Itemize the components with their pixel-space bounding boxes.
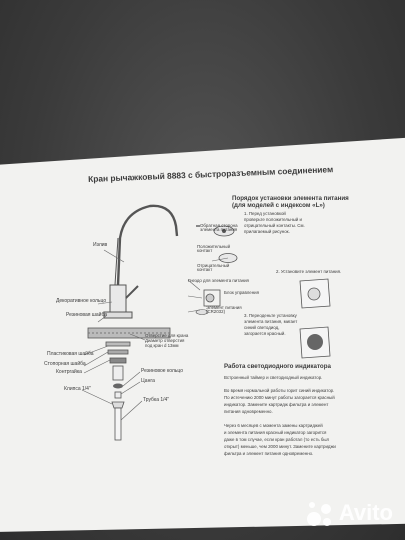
indicator-line-8: даже в том случае, если кран работал (то… — [224, 437, 330, 442]
battery-heading-1: Порядок установки элемента питания — [232, 195, 349, 202]
battery-step1-l2: проверьте положительный и — [244, 217, 302, 222]
battery-step2: 2. Установите элемент питания. — [276, 269, 342, 274]
label-block: Блок управления — [224, 290, 259, 295]
label-decor-ring: Декоративное кольцо — [56, 298, 107, 304]
label-tube: Трубка 1/4" — [143, 397, 170, 403]
indicator-line-9: открыт) меньше, чем 2000 минут. Замените… — [224, 444, 336, 449]
label-cell: Элемент питания (CR2032) — [206, 305, 242, 315]
indicator-line-5: питания одновременно. — [224, 409, 273, 414]
battery-heading-2: (для моделей с индексом «L») — [232, 202, 325, 209]
battery-step3-l1: 3. Переоденьте установку — [244, 313, 297, 318]
indicator-line-6: Через 6 месяцев с момента замены картрид… — [224, 423, 323, 428]
label-rubber-ring: Резиновое кольцо — [141, 368, 183, 374]
indicator-heading: Работа светодиодного индикатора — [224, 363, 331, 370]
battery-step3-l3: синий светодиод, — [244, 325, 280, 330]
label-hole-1: Отверстие для крана — [145, 333, 189, 338]
battery-step1-l1: 1. Перед установкой — [244, 211, 286, 216]
label-back-side: Обратная сторона элемента питания — [200, 223, 238, 233]
indicator-line-3: По истечению 2000 минут работы загораетс… — [224, 395, 335, 400]
label-clip: Клипса 1/4" — [64, 386, 91, 392]
label-collet: Цанга — [141, 378, 155, 384]
indicator-line-10: фильтра и элемент питания одновременно. — [224, 451, 314, 456]
indicator-line-7: и элемента питания красный индикатор заг… — [224, 430, 327, 435]
label-stop-washer: Стопорная шайба — [44, 361, 86, 367]
label-lock-nut: Контргайка — [56, 369, 82, 375]
indicator-line-4: индикатор. Замените картридж фильтра и э… — [224, 402, 329, 407]
avito-watermark: Avito — [305, 498, 393, 528]
watermark-text: Avito — [338, 500, 393, 525]
avito-logo-icon — [305, 498, 335, 528]
indicator-line-1: Встроенный таймер и светодиодный индикат… — [224, 375, 323, 380]
battery-step1-l3: отрицательный контакты. См. — [244, 223, 305, 228]
label-plastic-washer: Пластиковая шайба — [47, 351, 94, 357]
label-negative: Отрицательный контакт — [197, 263, 230, 273]
label-socket: Гнездо для элемента питания — [188, 278, 249, 283]
indicator-line-2: Во время нормальной работы горит синий и… — [224, 388, 335, 393]
battery-step3-l2: элемента питания, мигает — [244, 319, 298, 324]
label-positive: Положительный контакт — [197, 244, 231, 254]
label-rubber-washer-top: Резиновая шайба — [66, 312, 108, 318]
label-hole-2: Диаметр отверстия — [145, 338, 185, 343]
battery-step3-l4: загорается красный. — [244, 331, 286, 336]
label-hole-3: под кран d 13мм — [145, 343, 179, 348]
battery-step1-l4: прилагаемый рисунок. — [244, 229, 290, 234]
label-spout: Излив — [93, 242, 108, 248]
